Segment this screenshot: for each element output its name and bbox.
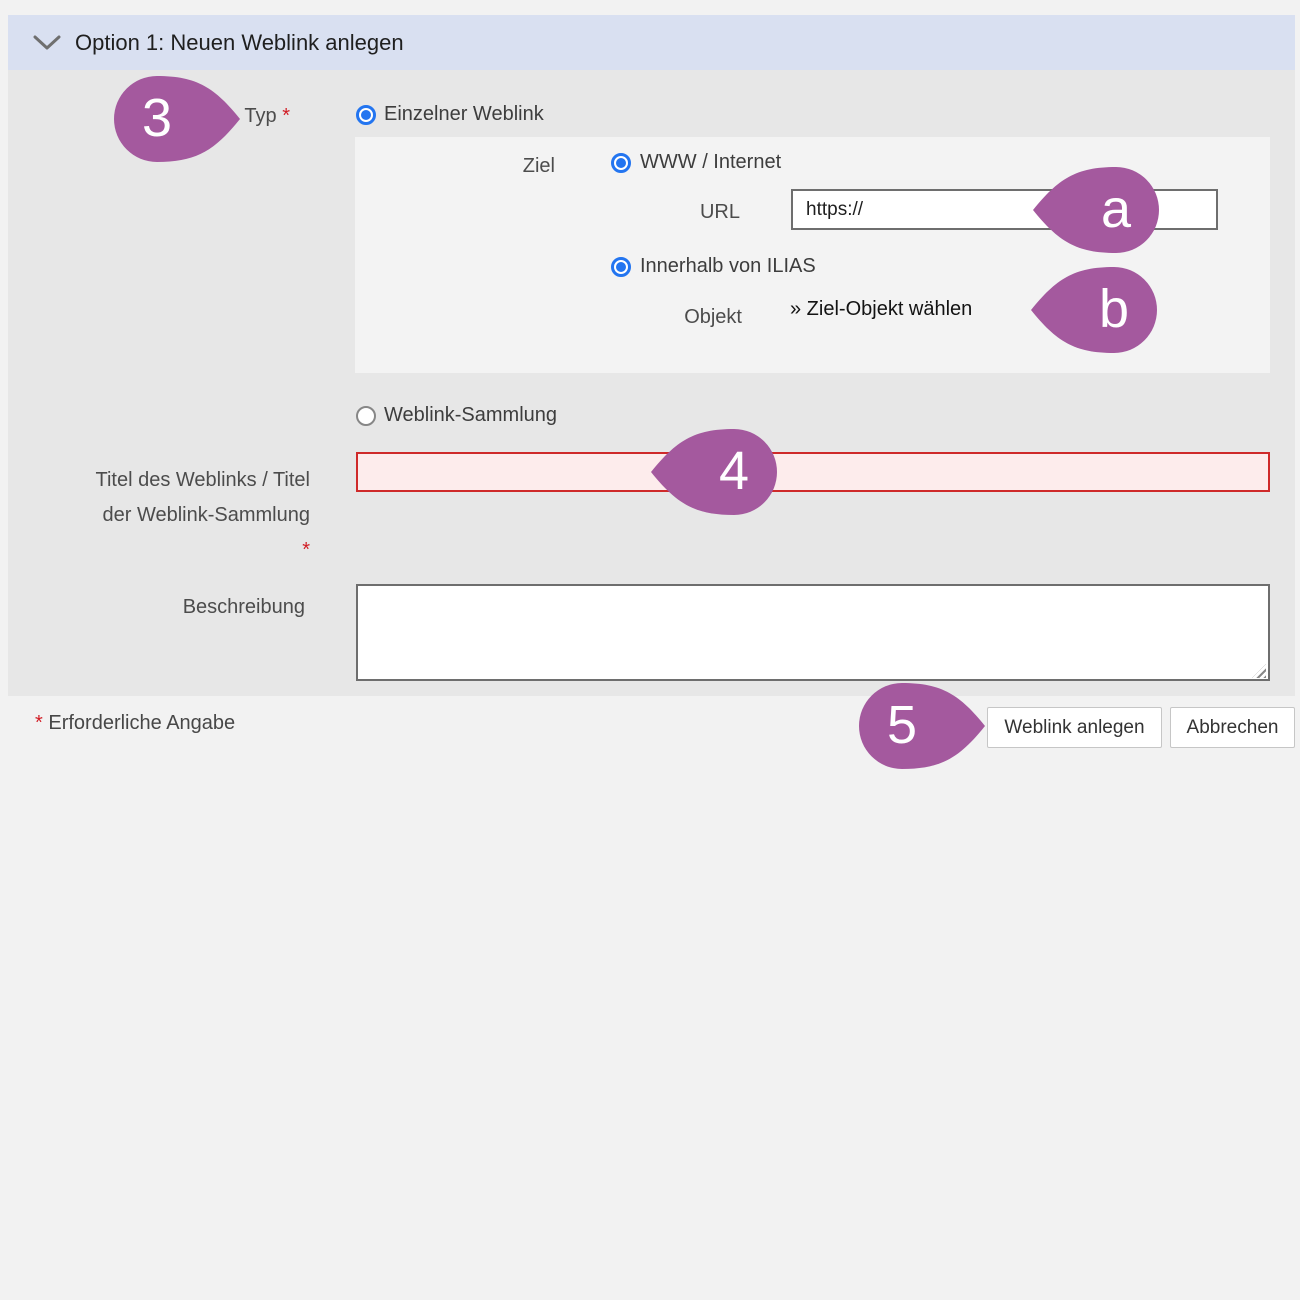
abbrechen-button[interactable]: Abbrechen (1170, 707, 1295, 748)
url-label: URL (699, 201, 740, 223)
typ-required-asterisk: * (282, 105, 290, 127)
required-note-asterisk: * (35, 712, 43, 734)
objekt-label: Objekt (684, 306, 742, 328)
beschreibung-textarea[interactable] (356, 584, 1270, 681)
chevron-down-icon (33, 35, 61, 56)
typ-label: Typ * (244, 105, 290, 127)
radio-innerhalb-ilias[interactable] (611, 257, 631, 277)
radio-einzelner-weblink-label[interactable]: Einzelner Weblink (384, 103, 544, 125)
accordion-header[interactable]: Option 1: Neuen Weblink anlegen (8, 15, 1295, 70)
radio-innerhalb-ilias-label[interactable]: Innerhalb von ILIAS (640, 255, 816, 277)
url-input[interactable] (791, 189, 1218, 230)
ziel-objekt-waehlen-link[interactable]: » Ziel-Objekt wählen (790, 298, 973, 320)
accordion-title: Option 1: Neuen Weblink anlegen (75, 30, 404, 55)
ziel-label: Ziel (522, 155, 555, 177)
titel-required-asterisk: * (302, 539, 310, 561)
radio-weblink-sammlung-label[interactable]: Weblink-Sammlung (384, 404, 558, 426)
radio-www-internet-label[interactable]: WWW / Internet (640, 151, 782, 173)
titel-label: Titel des Weblinks / Titel der Weblink-S… (95, 469, 310, 561)
titel-input[interactable] (356, 452, 1270, 492)
required-note: * Erforderliche Angabe (35, 712, 236, 734)
radio-einzelner-weblink[interactable] (356, 105, 376, 125)
weblink-anlegen-button[interactable]: Weblink anlegen (987, 707, 1162, 748)
beschreibung-label: Beschreibung (182, 596, 305, 618)
radio-weblink-sammlung[interactable] (356, 406, 376, 426)
radio-www-internet[interactable] (611, 153, 631, 173)
